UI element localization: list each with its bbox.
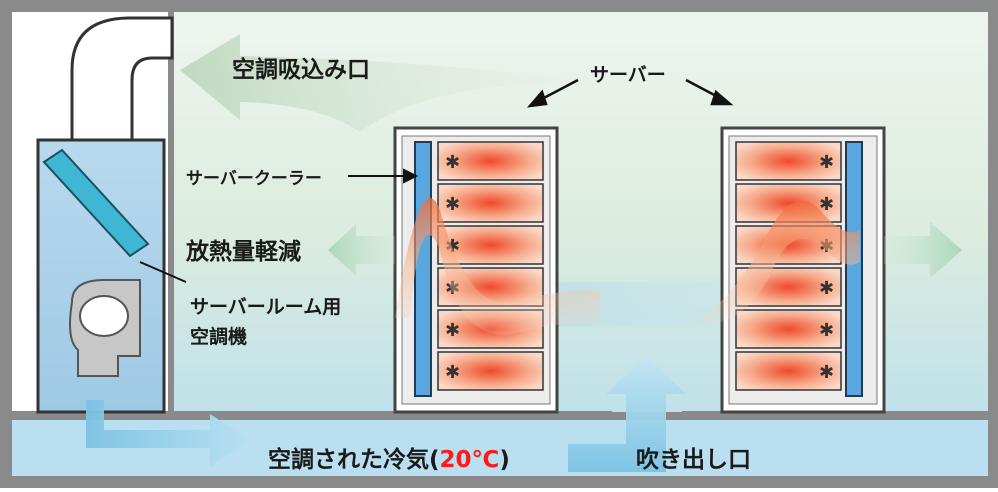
cooling-coil — [42, 148, 150, 258]
svg-text:✱: ✱ — [445, 152, 460, 173]
intake-label: 空調吸込み口 — [232, 57, 370, 83]
svg-text:✱: ✱ — [819, 152, 834, 173]
svg-text:✱: ✱ — [819, 194, 834, 215]
outlet-arrow — [568, 356, 686, 472]
raised-floor-left — [12, 411, 612, 420]
svg-text:✱: ✱ — [819, 320, 834, 341]
blower-wheel — [79, 295, 129, 337]
cooler-pointer-arrow — [348, 168, 419, 184]
return-air-arrow — [180, 34, 600, 132]
svg-text:✱: ✱ — [445, 194, 460, 215]
svg-text:✱: ✱ — [445, 362, 460, 383]
cooled-air-label: 空調された冷気(20℃) — [268, 440, 510, 474]
room-ac-label-line1: サーバールーム用 — [190, 296, 342, 318]
server-rack-left: ✱ ✱ ✱ ✱ ✱ ✱ — [393, 126, 559, 414]
outlet-label: 吹き出し口 — [636, 447, 751, 473]
server-cooler-panel-right — [845, 141, 863, 397]
return-duct — [70, 16, 174, 142]
cooled-air-suffix: ) — [499, 447, 510, 473]
svg-text:✱: ✱ — [819, 362, 834, 383]
svg-text:✱: ✱ — [445, 320, 460, 341]
cooled-air-arrow — [86, 400, 250, 466]
heat-wave-right — [700, 201, 860, 324]
partition — [168, 12, 174, 412]
heat-reduction-label: 放熱量軽減 — [186, 239, 301, 265]
server-label: サーバー — [590, 64, 666, 86]
cooled-air-prefix: 空調された冷気( — [268, 447, 440, 473]
server-cooler-panel-left — [414, 141, 432, 397]
cooled-air-temp: 20℃ — [439, 447, 500, 473]
server-pointer-arrows — [526, 78, 734, 108]
server-cooler-label: サーバークーラー — [186, 169, 322, 189]
room-ac-label-line2: 空調機 — [190, 326, 248, 348]
ac-pointer-line — [139, 261, 187, 283]
svg-text:✱: ✱ — [819, 278, 834, 299]
raised-floor-right — [682, 411, 988, 420]
heat-wave-left — [395, 197, 600, 335]
heat-reduction-arrow-left — [328, 224, 395, 276]
server-rack-right: ✱ ✱ ✱ ✱ ✱ ✱ — [720, 126, 886, 414]
heat-reduction-arrow-right — [884, 222, 962, 278]
